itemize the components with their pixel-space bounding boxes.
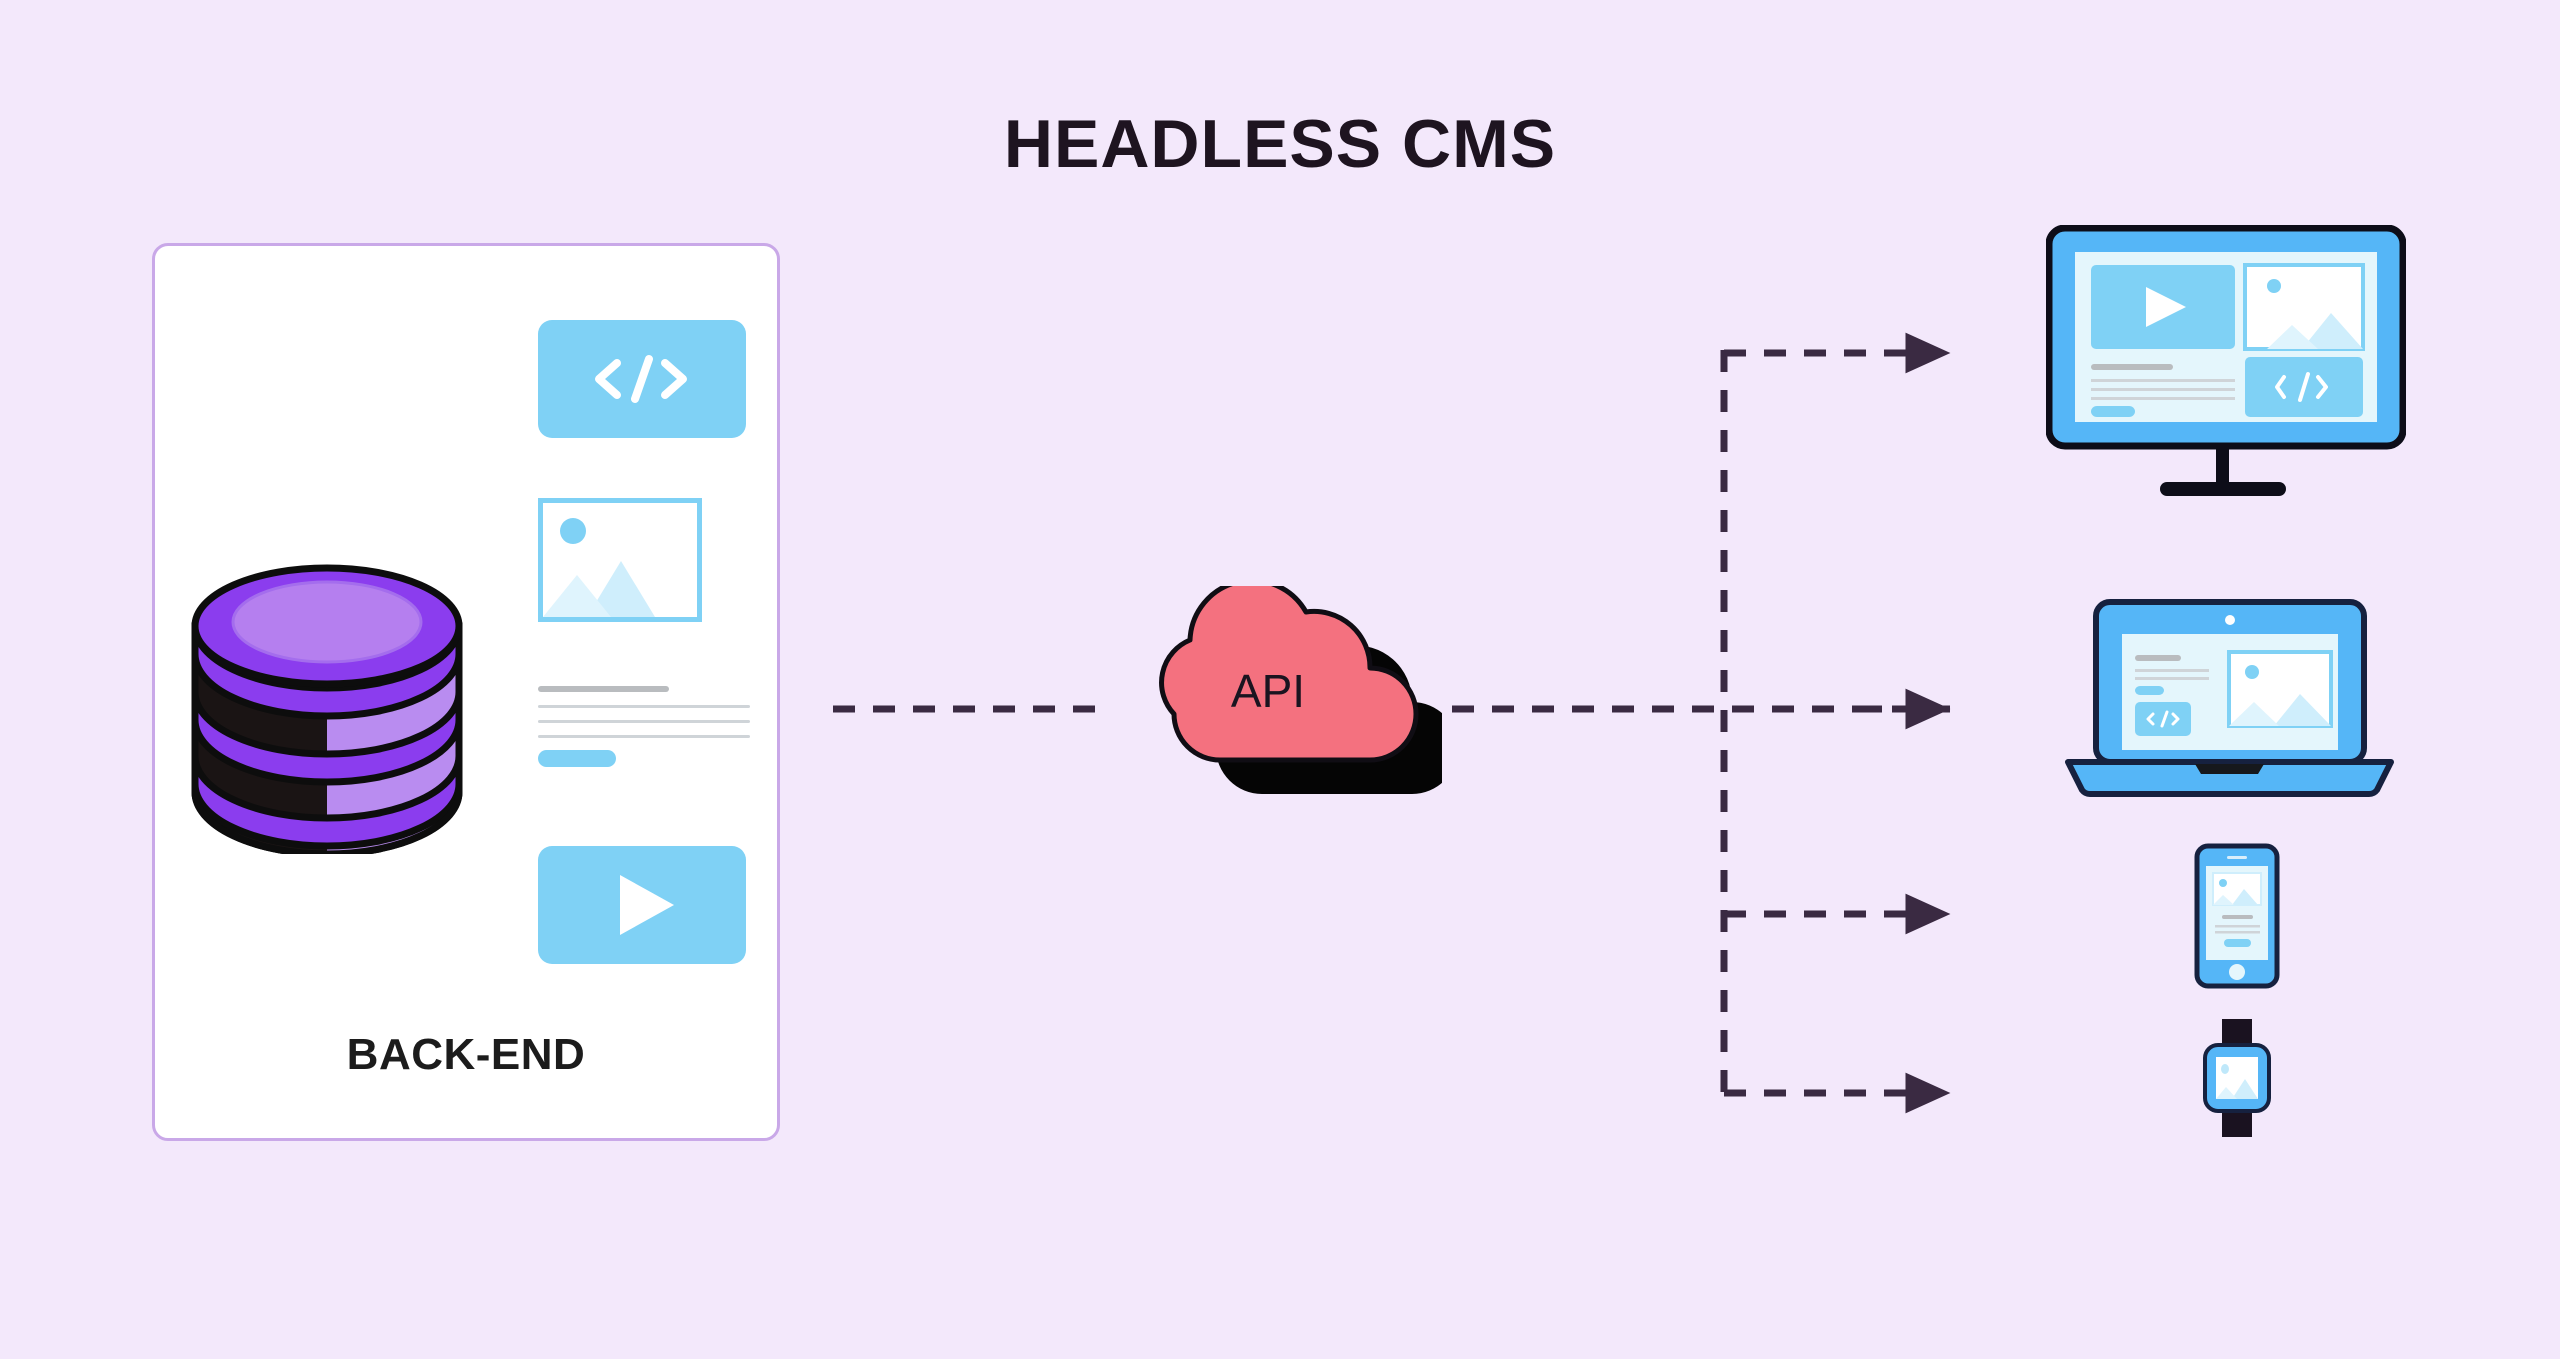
device-monitor [2046,225,2406,508]
monitor-pill-button [2091,406,2135,417]
device-phone [2194,843,2280,989]
backend-card: BACK-END [152,243,780,1141]
database-cylinder-icon [189,564,465,854]
text-line-heading [538,686,670,692]
page-title: HEADLESS CMS [1003,106,1557,182]
laptop-trackpad-notch [2195,764,2264,774]
monitor-code-panel [2245,357,2363,417]
phone-pill-button [2224,939,2251,947]
backend-label: BACK-END [346,1030,586,1079]
video-block [538,846,746,964]
laptop-pill-button [2135,686,2164,695]
monitor-stand-base [2160,482,2286,496]
text-line [538,735,750,738]
laptop-webcam-dot [2225,615,2235,625]
monitor-image-panel [2243,263,2365,351]
laptop-image-panel [2227,650,2333,728]
device-smartwatch [2196,1019,2278,1137]
code-glyph-icon [538,320,746,438]
text-lines-block [538,686,750,782]
laptop-code-panel [2135,702,2191,736]
image-placeholder-icon [538,498,702,622]
code-block [538,320,746,438]
watch-image-panel [2216,1057,2258,1099]
text-line [538,705,750,708]
phone-home-button [2229,964,2245,980]
phone-earpiece [2227,856,2247,859]
device-laptop [2052,598,2407,801]
pill-button[interactable] [538,750,616,767]
api-cloud: API [1122,586,1442,806]
play-icon [538,846,746,964]
phone-text-lines [2215,915,2260,947]
laptop-text-lines [2135,655,2209,695]
monitor-stand-post [2216,439,2229,487]
monitor-video-panel [2091,265,2235,349]
phone-image-panel [2212,872,2262,906]
monitor-text-lines [2091,364,2235,417]
text-line [538,720,750,723]
